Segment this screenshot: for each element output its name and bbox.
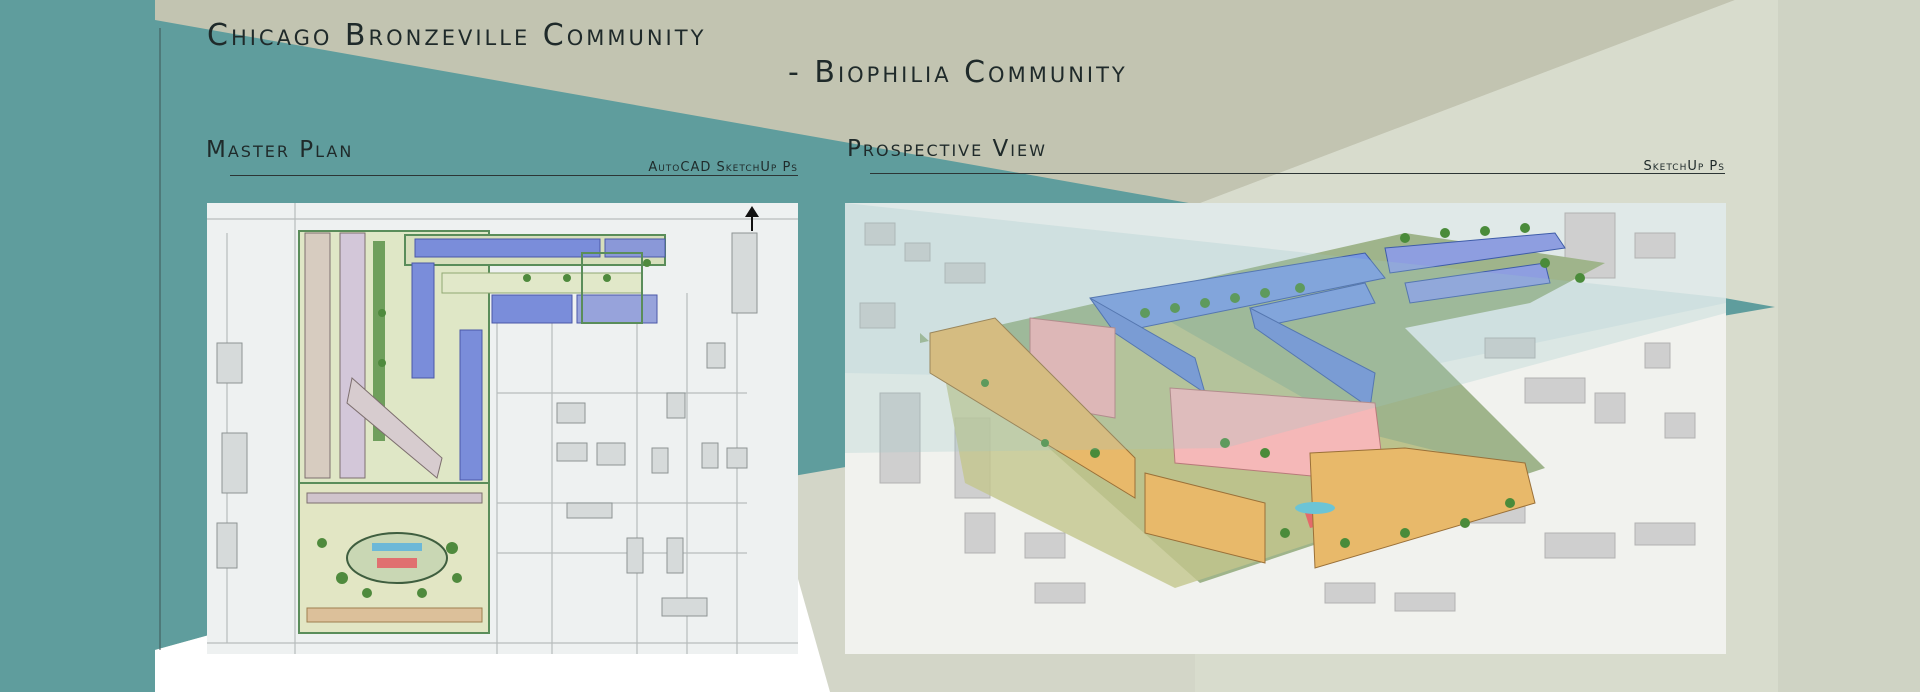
prospective-view-rule: [870, 173, 1725, 174]
prospective-view-title: Prospective View: [847, 136, 1047, 162]
master-plan-tools: AutoCAD SketchUp Ps: [648, 160, 798, 175]
master-plan-title: Master Plan: [206, 137, 354, 163]
north-arrow-icon: [745, 206, 759, 231]
prospective-view-tools: SketchUp Ps: [1643, 159, 1725, 174]
subtitle: - Biophilia Community: [788, 55, 1128, 90]
master-plan-image: [207, 203, 798, 654]
master-plan-rule: [230, 175, 798, 176]
prospective-view-image: [845, 203, 1726, 654]
main-title: Chicago Bronzeville Community: [207, 18, 707, 53]
